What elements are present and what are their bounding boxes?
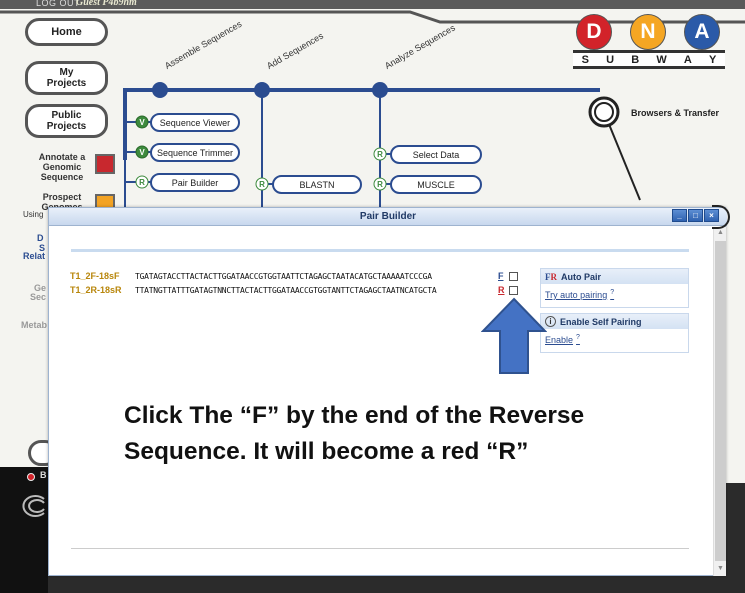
dialog-title: Pair Builder — [359, 211, 417, 222]
record-icon — [27, 473, 35, 481]
sequence-trimmer-button[interactable]: Sequence Trimmer — [150, 143, 240, 162]
dialog-scrollbar[interactable]: ▲ ▼ — [713, 227, 726, 576]
info-icon: i — [545, 316, 556, 327]
badge-v-text-1: V — [139, 118, 145, 127]
badge-r-text-3: R — [377, 150, 383, 159]
scroll-down-icon[interactable]: ▼ — [717, 565, 724, 572]
sequence-text-reverse: TTATNGTTATTTGATAGTNNCTTACTACTTGGATAACCGT… — [135, 286, 437, 295]
help-icon[interactable]: ? — [610, 289, 615, 296]
orientation-toggle-forward[interactable]: F — [498, 271, 504, 281]
badge-r-4 — [373, 177, 387, 191]
blastn-button[interactable]: BLASTN — [272, 175, 362, 194]
auto-pair-header: FR Auto Pair — [541, 269, 688, 284]
logo-n-circle: N — [630, 14, 666, 50]
dialog-body: T1_2F-18sF TGATAGTACCTTACTACTTGGATAACCGT… — [49, 227, 713, 576]
browsers-transfer-label: Browsers & Transfer — [631, 108, 720, 118]
fr-icon: FR — [545, 271, 557, 282]
badge-v-1 — [135, 115, 149, 129]
home-button[interactable]: Home — [25, 18, 108, 46]
logo-letter: B — [631, 53, 640, 66]
sidebar-fragment-relat: Relat — [23, 251, 46, 261]
try-auto-pairing-link[interactable]: Try auto pairing? — [541, 284, 688, 305]
transfer-line — [603, 111, 641, 201]
callout-line-1: Click The “F” by the end of the Reverse — [124, 402, 585, 429]
badge-v-text-2: V — [139, 148, 145, 157]
yellow-line-square-icon[interactable] — [95, 194, 115, 208]
footer-fragment-b: B — [40, 470, 47, 480]
public-projects-label: Public Projects — [46, 110, 87, 132]
logo-letter: W — [656, 53, 667, 66]
window-edge-ring — [712, 205, 730, 229]
scroll-up-icon[interactable]: ▲ — [717, 229, 724, 236]
footer-left-panel: B — [0, 467, 48, 593]
red-line-square-icon[interactable] — [95, 154, 115, 174]
auto-pair-title: Auto Pair — [561, 271, 602, 282]
orientation-toggle-reverse[interactable]: R — [498, 285, 505, 295]
stop-add — [254, 82, 270, 98]
my-projects-label: My Projects — [46, 67, 87, 89]
guest-username: Guest P4b9hm — [76, 0, 137, 8]
badge-r-1 — [135, 175, 149, 189]
select-data-button[interactable]: Select Data — [390, 145, 482, 164]
annotate-genome-label[interactable]: Annotate a Genomic Sequence — [38, 152, 86, 182]
cshl-logo-icon — [22, 495, 45, 517]
enable-self-pairing-link[interactable]: Enable? — [541, 329, 688, 350]
up-arrow-annotation-icon — [481, 297, 547, 374]
logo-letter: Y — [709, 53, 717, 66]
select-checkbox-reverse[interactable] — [509, 286, 518, 295]
pair-builder-dialog: Pair Builder _ □ × T1_2F-18sF TGATAGTACC… — [48, 207, 727, 576]
try-auto-pairing-label: Try auto pairing — [545, 290, 608, 300]
badge-r-text-4: R — [377, 180, 383, 189]
instruction-callout: Click The “F” by the end of the Reverse … — [124, 398, 684, 470]
pair-builder-button[interactable]: Pair Builder — [150, 173, 240, 192]
using-label: Using — [23, 210, 44, 219]
enable-label: Enable — [545, 335, 574, 345]
sidebar-fragment-ge: Ge — [34, 283, 47, 293]
top-divider — [71, 249, 689, 252]
self-pairing-header: i Enable Self Pairing — [541, 314, 688, 329]
logo-d-circle: D — [576, 14, 612, 50]
logo-letter: S — [581, 53, 589, 66]
sidebar-fragment-s: S — [39, 243, 46, 253]
badge-r-text-1: R — [139, 178, 145, 187]
my-projects-button[interactable]: My Projects — [25, 61, 108, 95]
sidebar-fragment-d: D — [37, 233, 44, 243]
badge-r-2 — [255, 177, 269, 191]
sequence-text-forward: TGATAGTACCTTACTACTTGGATAACCGTGGTAATTCTAG… — [135, 272, 432, 281]
logo-letter: A — [683, 53, 692, 66]
sidebar-fragment-sec: Sec — [30, 292, 47, 302]
stop-analyze — [372, 82, 388, 98]
logo-letter: U — [606, 53, 615, 66]
badge-r-text-2: R — [259, 180, 265, 189]
minimize-button[interactable]: _ — [672, 209, 687, 222]
badge-r-3 — [373, 147, 387, 161]
logout-link[interactable]: LOG OUT — [36, 0, 81, 8]
dialog-title-bar[interactable]: Pair Builder _ □ × — [49, 208, 727, 226]
callout-line-2: Sequence. It will become a red “R” — [124, 438, 529, 465]
scroll-thumb[interactable] — [715, 241, 726, 561]
logo-a-circle: A — [684, 14, 720, 50]
top-bar: LOG OUT Guest P4b9hm — [0, 0, 745, 9]
select-checkbox-forward[interactable] — [509, 272, 518, 281]
maximize-button[interactable]: □ — [688, 209, 703, 222]
sequence-name-reverse: T1_2R-18sR — [70, 285, 122, 295]
window-controls: _ □ × — [672, 209, 719, 222]
auto-pair-panel: FR Auto Pair Try auto pairing? — [540, 268, 689, 308]
self-pairing-panel: i Enable Self Pairing Enable? — [540, 313, 689, 353]
bottom-divider — [71, 548, 689, 549]
muscle-button[interactable]: MUSCLE — [390, 175, 482, 194]
badge-v-2 — [135, 145, 149, 159]
subway-logo-bar: S U B W A Y — [573, 50, 725, 69]
sidebar-fragment-metab: Metab — [21, 320, 48, 330]
stop-assemble — [152, 82, 168, 98]
self-pairing-title: Enable Self Pairing — [560, 316, 642, 327]
sequence-viewer-button[interactable]: Sequence Viewer — [150, 113, 240, 132]
public-projects-button[interactable]: Public Projects — [25, 104, 108, 138]
sequence-name-forward: T1_2F-18sF — [70, 271, 120, 281]
help-icon[interactable]: ? — [576, 334, 580, 341]
